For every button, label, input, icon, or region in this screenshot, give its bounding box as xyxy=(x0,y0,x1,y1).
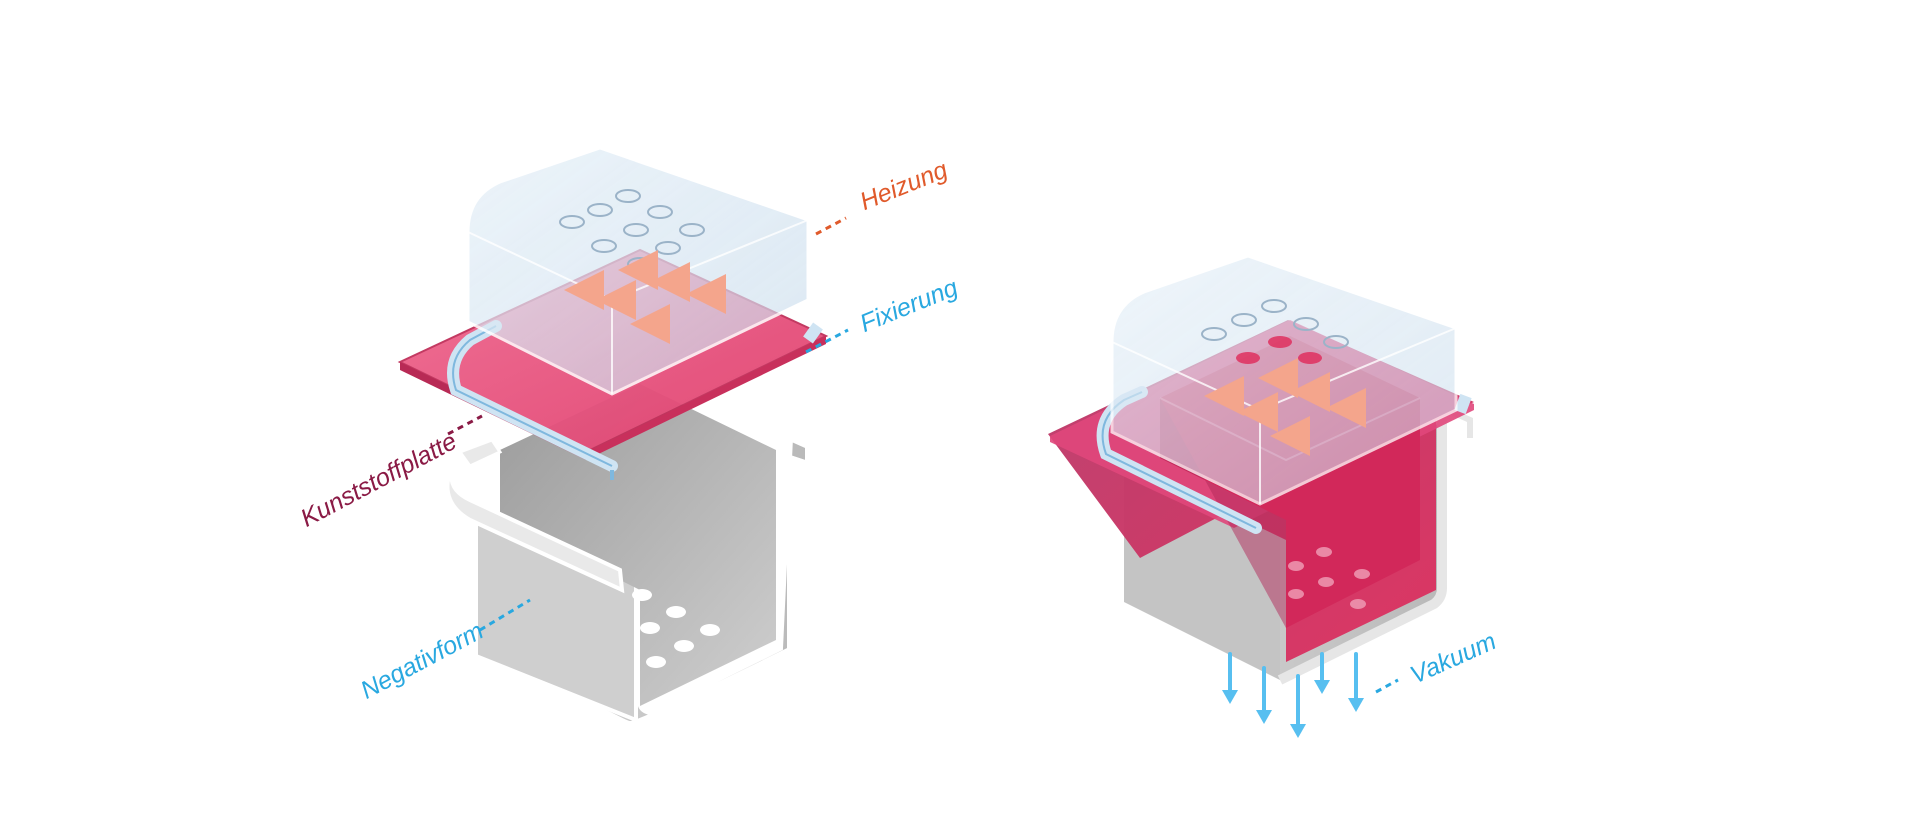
heat-arrow-icon xyxy=(1204,199,1366,456)
right-assembly xyxy=(1048,199,1474,738)
mold-holes-right xyxy=(1288,547,1370,609)
vacuum-leader xyxy=(1375,678,1399,694)
clamp-frame-left xyxy=(447,320,823,480)
left-assembly xyxy=(397,89,829,728)
heater-leader xyxy=(815,216,847,236)
leader-lines xyxy=(447,216,1399,694)
sheet-leader xyxy=(447,414,483,436)
clamp-leader xyxy=(805,328,849,354)
heat-arrow-icon xyxy=(564,89,726,344)
vacuum-arrow-icon xyxy=(1222,652,1364,738)
mold-leader xyxy=(479,598,531,632)
negative-mold-left xyxy=(445,384,811,728)
mold-holes-left xyxy=(632,589,720,668)
